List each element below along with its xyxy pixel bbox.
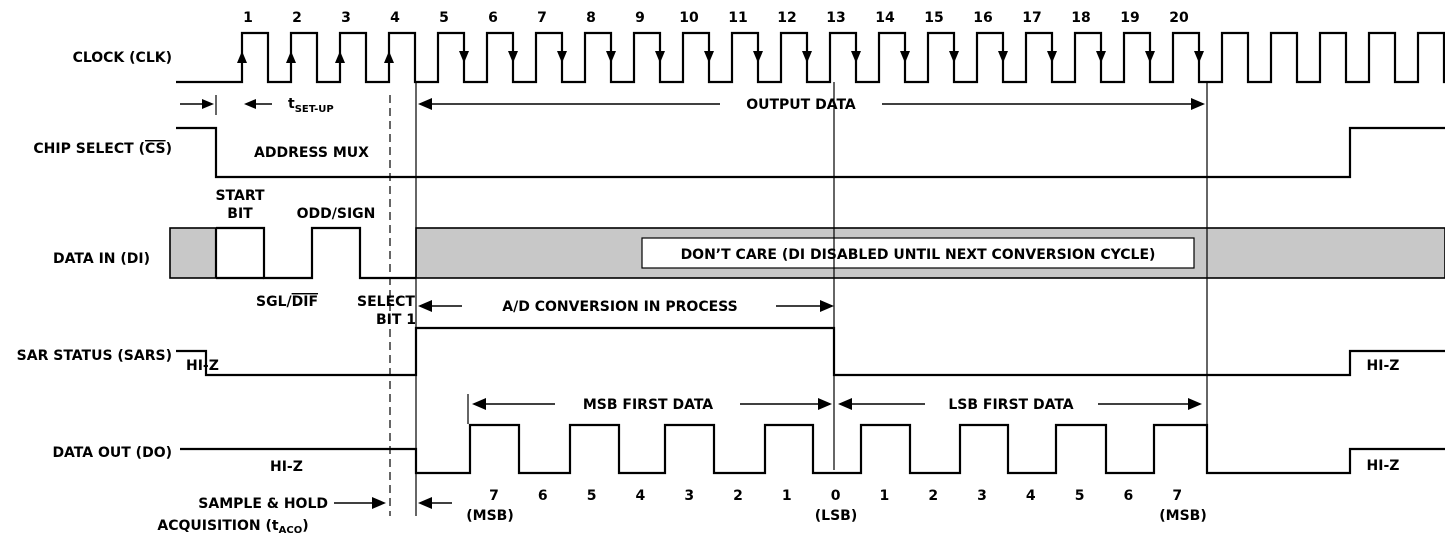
data-out-bit-number: 7 [489,488,499,504]
clock-edge-arrow [335,51,345,63]
clock-edge-arrow [802,51,812,63]
clock-cycle-number: 15 [924,10,943,26]
clock-cycle-number: 6 [488,10,498,26]
msb-label-left: (MSB) [466,508,513,524]
output-data-label: OUTPUT DATA [746,97,856,113]
clock-cycle-number: 11 [728,10,747,26]
data-out-bit-number: 1 [782,488,792,504]
sample-hold-label-1: SAMPLE & HOLD [198,496,328,512]
clock-waveform [176,31,1445,84]
clock-cycle-number: 9 [635,10,645,26]
data-out-bit-number: 6 [1124,488,1134,504]
data-out-bit-number: 5 [587,488,597,504]
label-clock: CLOCK (CLK) [73,50,172,66]
clock-cycle-number: 19 [1120,10,1139,26]
clock-edge-arrow [851,51,861,63]
clock-edge-arrow [237,51,247,63]
clock-edge-arrow [900,51,910,63]
start-bit-label-2: BIT [227,206,253,222]
output-data-arrow: OUTPUT DATA [418,97,1205,113]
data-out-bit-number: 6 [538,488,548,504]
data-out-bit-number: 5 [1075,488,1085,504]
clock-edge-arrow [998,51,1008,63]
clock-cycle-number: 12 [777,10,796,26]
dont-care-label: DON’T CARE (DI DISABLED UNTIL NEXT CONVE… [681,247,1156,263]
select-bit-label-1: SELECT [357,294,415,310]
ad-conversion-arrow: A/D CONVERSION IN PROCESS [418,299,834,315]
sample-hold-label-2: ACQUISITION (tACO) [157,518,308,536]
data-out-bit-number: 2 [928,488,938,504]
clock-edge-arrows [237,51,1204,63]
ad-conversion-label: A/D CONVERSION IN PROCESS [502,299,737,315]
clock-edge-arrow [949,51,959,63]
clock-cycle-number: 10 [679,10,699,26]
sars-hiz-left: HI-Z [186,358,219,374]
data-out-waveform: HI-Z HI-Z [180,423,1445,475]
do-hiz-right: HI-Z [1367,458,1400,474]
clock-cycle-number: 20 [1169,10,1189,26]
start-bit-label-1: START [215,188,265,204]
clock-edge-arrow [1047,51,1057,63]
msb-label-right: (MSB) [1159,508,1206,524]
msb-first-label: MSB FIRST DATA [583,397,713,413]
sample-hold-annotation: SAMPLE & HOLD ACQUISITION (tACO) [157,496,452,536]
t-setup-marker: tSET-UP [180,95,334,115]
select-bit-label-2: BIT 1 [376,312,416,328]
msb-first-arrow: MSB FIRST DATA [467,394,832,424]
clock-cycle-number: 2 [292,10,302,26]
data-out-bit-number: 1 [880,488,890,504]
clock-edge-arrow [655,51,665,63]
clock-cycle-number: 4 [390,10,400,26]
address-mux-label: ADDRESS MUX [254,145,369,161]
label-data-out: DATA OUT (DO) [52,445,172,461]
lsb-first-arrow: LSB FIRST DATA [838,397,1202,413]
clock-edge-arrow [1145,51,1155,63]
clock-cycle-number: 5 [439,10,449,26]
clock-edge-arrow [753,51,763,63]
clock-edge-arrow [508,51,518,63]
data-out-bit-number: 2 [733,488,743,504]
clock-edge-arrow [1096,51,1106,63]
sars-hiz-right: HI-Z [1367,358,1400,374]
data-out-bit-number: 0 [831,488,841,504]
clock-cycle-number: 17 [1022,10,1041,26]
chip-select-waveform [176,126,1445,179]
lsb-first-label: LSB FIRST DATA [948,397,1073,413]
clock-cycle-number: 8 [586,10,596,26]
label-sar-status: SAR STATUS (SARS) [17,348,172,364]
data-out-bit-number: 3 [977,488,987,504]
sgl-dif-label: SGL/DIF [256,294,318,310]
chip-select-overbar-text: CS [145,141,166,157]
clock-cycle-number: 13 [826,10,845,26]
data-out-bit-numbers: 7 6 5 4 3 2 1 0 1 2 3 4 5 6 7 [489,488,1182,504]
clock-cycle-number: 1 [243,10,253,26]
label-chip-select: CHIP SELECT (CS) [33,141,172,157]
clock-edge-arrow [606,51,616,63]
label-data-in: DATA IN (DI) [53,251,150,267]
clock-edge-arrow [1194,51,1204,63]
clock-edge-arrow [384,51,394,63]
data-out-bit-number: 4 [1026,488,1036,504]
clock-edge-arrow [459,51,469,63]
clock-edge-arrow [286,51,296,63]
data-in-waveform: DON’T CARE (DI DISABLED UNTIL NEXT CONVE… [169,226,1445,280]
clock-edge-arrow [704,51,714,63]
sar-status-waveform: HI-Z HI-Z [176,326,1445,377]
clock-cycle-number: 14 [875,10,895,26]
clock-cycle-number: 7 [537,10,547,26]
clock-cycle-number: 16 [973,10,992,26]
data-out-bit-number: 3 [684,488,694,504]
do-hiz-left: HI-Z [270,459,303,475]
lsb-label: (LSB) [815,508,857,524]
dif-overbar-text: DIF [292,294,318,310]
data-out-bit-number: 4 [636,488,646,504]
t-setup-label: tSET-UP [288,96,334,115]
clock-edge-arrow [557,51,567,63]
odd-sign-label: ODD/SIGN [297,206,376,222]
clock-cycle-number: 18 [1071,10,1090,26]
clock-cycle-number: 3 [341,10,351,26]
data-out-bit-number: 7 [1172,488,1182,504]
